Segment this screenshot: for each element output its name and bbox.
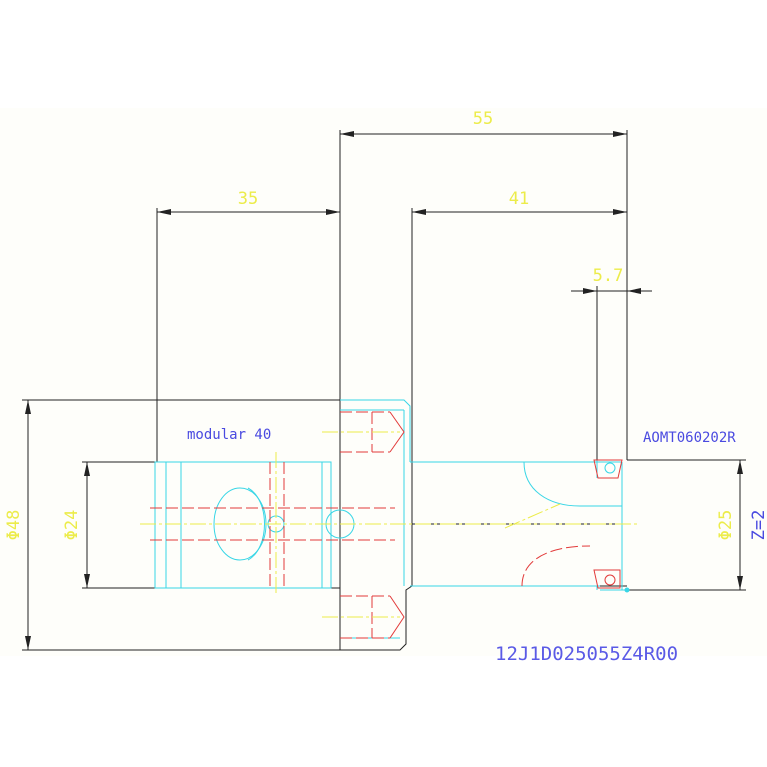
label-part-number: 12J1D025055Z4R00 — [495, 643, 678, 665]
dimension-overall-length: 55 — [473, 109, 493, 129]
label-insert: AOMT060202R — [643, 430, 736, 446]
center-lines — [140, 431, 640, 618]
dimension-teeth: Z=2 — [749, 510, 767, 541]
dimension-bore-diameter: Φ24 — [62, 510, 82, 541]
dimension-insert-offset: 5.7 — [593, 266, 624, 286]
dimension-arrows — [25, 131, 743, 650]
dimension-cutter-diameter: Φ25 — [716, 510, 736, 541]
label-modular: modular 40 — [187, 427, 271, 443]
drawing-area — [0, 108, 767, 656]
dimension-head-length: 41 — [509, 189, 529, 209]
dimension-lines — [22, 130, 746, 651]
dimension-modular-offset: 35 — [238, 189, 258, 209]
cyan-geometry — [154, 399, 630, 639]
hidden-lines — [150, 411, 591, 639]
dimension-body-diameter: Φ48 — [4, 510, 24, 541]
hidden-solid — [389, 411, 623, 639]
